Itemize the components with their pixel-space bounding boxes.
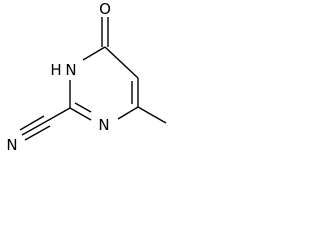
carbonyl-double-bond <box>101 17 109 47</box>
atom-nitrile-nitrogen: N <box>6 136 17 154</box>
bond-c6-c5-double <box>131 78 139 107</box>
nitrile-triple-bond <box>19 115 51 141</box>
bond-n1-c6 <box>117 106 139 120</box>
bond-c5-c4 <box>104 46 139 79</box>
bond-c2-cn <box>46 107 71 122</box>
atom-nh-nitrogen: N <box>65 61 76 79</box>
bond-c4-n3 <box>82 46 106 61</box>
atom-nh-hydrogen: H <box>50 61 61 79</box>
atom-ring-nitrogen: N <box>98 116 109 134</box>
bond-methyl <box>137 106 167 124</box>
bond-c2-n1-double <box>69 102 92 121</box>
molecule-structure: O H N N N <box>6 0 167 154</box>
atom-oxygen: O <box>99 0 111 18</box>
